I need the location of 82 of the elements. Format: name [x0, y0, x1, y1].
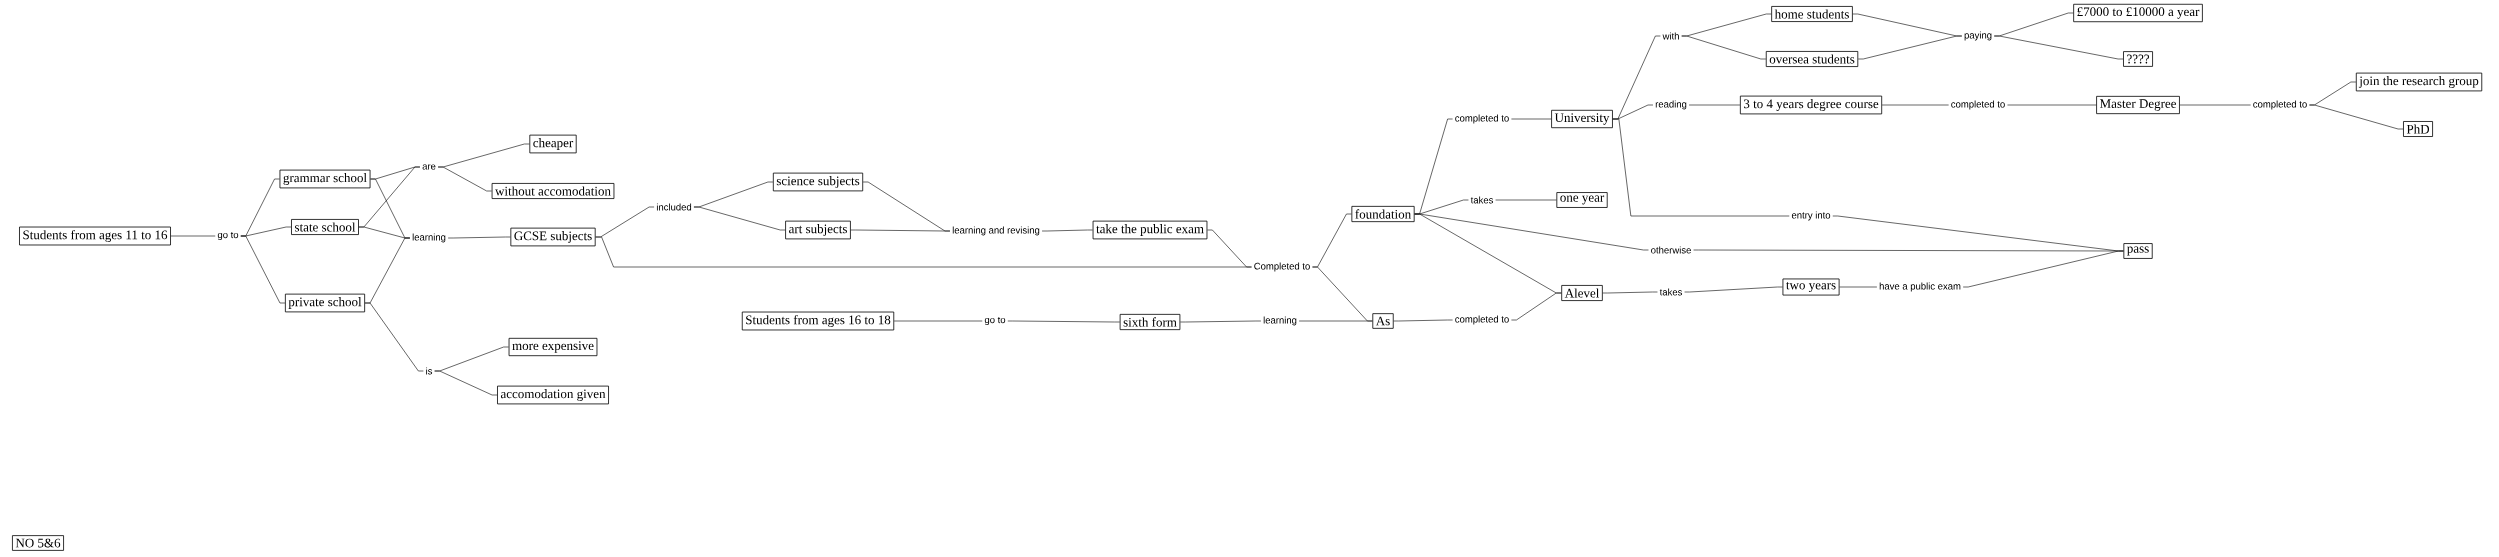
linking-phrase: have a public exam [1879, 282, 1961, 292]
connector-line [2007, 104, 2097, 106]
concept-box: grammar school [279, 169, 371, 189]
linking-phrase: takes [1470, 196, 1494, 204]
connector-line [240, 235, 286, 304]
connector-line [434, 370, 498, 396]
concept-box: cheaper [529, 134, 577, 154]
connector-line [1007, 320, 1120, 323]
connector-line [437, 166, 492, 192]
linking-phrase: is [426, 367, 433, 375]
connector-line [1511, 292, 1562, 321]
concept-box: foundation [1351, 205, 1415, 223]
concept-box: NO 5&6 [12, 535, 64, 551]
connector-line [1881, 104, 1949, 106]
connector-line [1612, 118, 1790, 217]
linking-phrase: takes [1659, 288, 1683, 296]
connector-line [1495, 199, 1557, 201]
connector-line [2309, 104, 2404, 130]
concept-box: private school [284, 293, 366, 313]
connector-line [1857, 35, 1963, 60]
concept-box: Master Degree [2096, 95, 2180, 115]
concept-box: £7000 to £10000 a year [2073, 3, 2203, 23]
concept-box: PhD [2403, 121, 2433, 137]
concept-box: more expensive [508, 337, 598, 357]
connector-line [1681, 35, 1767, 60]
linking-phrase: completed to [1951, 100, 2005, 110]
linking-phrase: reading [1655, 100, 1687, 110]
connector-line [364, 302, 424, 372]
linking-phrase: completed to [1455, 114, 1509, 124]
connector-line [850, 229, 951, 232]
connector-line [1688, 104, 1741, 106]
connector-line [1684, 286, 1783, 293]
linking-phrase: included [656, 203, 692, 211]
concept-box: pass [2123, 243, 2153, 259]
connector-line [893, 320, 983, 322]
concept-box: As [1372, 313, 1394, 329]
linking-phrase: learning and revising [952, 226, 1040, 236]
connector-line [1207, 229, 1252, 268]
linking-phrase: completed to [2253, 100, 2307, 110]
linking-phrase: Completed to [1254, 262, 1310, 272]
linking-phrase: entry into [1791, 211, 1831, 221]
linking-phrase: learning [412, 233, 446, 243]
connector-line [1393, 319, 1453, 322]
linking-phrase: completed to [1455, 315, 1509, 325]
connector-line [1962, 250, 2124, 288]
linking-phrase: go to [217, 231, 239, 241]
concept-box: Students from ages 16 to 18 [741, 311, 895, 331]
concept-box: accomodation given [497, 385, 609, 405]
concept-box: science subjects [772, 172, 864, 192]
concept-box: 3 to 4 years degree course [1739, 95, 1883, 115]
concept-box: ???? [2123, 51, 2153, 67]
connector-line [1993, 35, 2124, 60]
concept-box: one year [1556, 192, 1608, 208]
connector-line [1511, 118, 1552, 120]
connector-line [1298, 320, 1373, 322]
concept-box: GCSE subjects [510, 227, 596, 247]
connector-line [1180, 320, 1262, 323]
connector-line [1602, 291, 1658, 294]
linking-phrase: otherwise [1651, 246, 1691, 254]
concept-box: University [1551, 109, 1613, 129]
concept-box: art subjects [785, 220, 851, 240]
connector-line [1839, 286, 1878, 288]
concept-box: state school [291, 219, 359, 235]
concept-box: oversea students [1765, 51, 1859, 67]
connector-line [447, 236, 511, 239]
linking-phrase: learning [1263, 316, 1297, 326]
linking-phrase: go to [984, 316, 1006, 326]
connector-line [1041, 229, 1093, 232]
connector-line [693, 206, 786, 231]
linking-phrase: are [422, 164, 436, 170]
concept-box: Alevel [1561, 285, 1603, 301]
concept-box: two years [1782, 278, 1840, 296]
concept-box: sixth form [1119, 313, 1181, 331]
concept-box: join the research group [2355, 72, 2483, 92]
linking-phrase: paying [1964, 31, 1992, 41]
connector-line [2179, 104, 2251, 106]
concept-box: take the public exam [1092, 220, 1208, 240]
linking-phrase: with [1662, 32, 1679, 40]
concept-box: home students [1771, 6, 1853, 22]
connector-line [170, 235, 216, 237]
concept-box: without accomodation [491, 183, 615, 199]
concept-box: Students from ages 11 to 16 [19, 226, 171, 246]
